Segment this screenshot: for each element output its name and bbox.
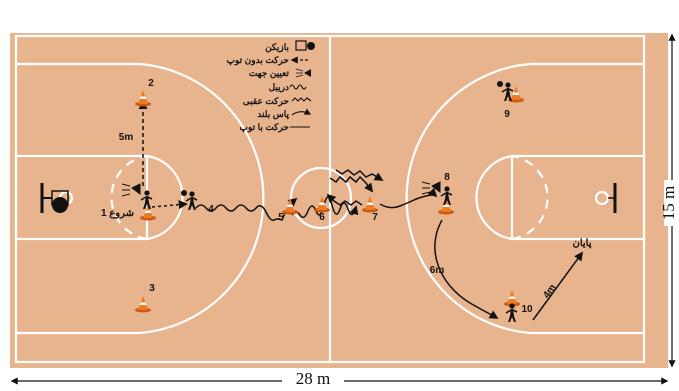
legend-label-player: بازیکن (265, 42, 289, 53)
backward-move-icon (291, 97, 312, 102)
legend-label-change-direction: تعیین جهت (249, 68, 290, 79)
right-basket-icon (608, 183, 617, 213)
run-8-to-10 (434, 219, 499, 319)
legend-label-dribble: دریبل (269, 82, 289, 93)
ball-icon (497, 81, 503, 87)
station-label-3: 3 (149, 283, 155, 294)
change-direction-icon (121, 181, 441, 197)
station-label-5: 5 (278, 212, 284, 223)
run-10-to-finish (532, 251, 584, 321)
movement-paths (138, 100, 584, 321)
backward-7-to-6 (326, 193, 363, 206)
legend-label-move-without-ball: حرکت بدون توپ (227, 55, 290, 66)
dribble-4-to-5 (195, 197, 298, 222)
length-label: 28 m (296, 369, 330, 388)
change-direction-icon (295, 68, 311, 78)
station-label-9: 9 (504, 109, 510, 120)
player-icon (295, 40, 315, 51)
backward-6-to-7-a (329, 175, 374, 193)
distance-6m-label: 6m (430, 265, 445, 276)
distance-5m-label: 5m (119, 132, 134, 143)
dribble-7-to-8 (379, 187, 438, 209)
station-label-4: 4 (208, 204, 214, 215)
ball-icon (181, 190, 187, 196)
legend-label-lob-pass: پاس بلند (257, 109, 289, 120)
backward-6-to-7-b (335, 169, 384, 181)
finish-label: پایان (572, 238, 591, 249)
dribble-icon (289, 84, 307, 90)
legend-label-backward-move: حرکت عقبی (243, 96, 290, 107)
station-label-10: 10 (521, 304, 533, 315)
lob-pass-icon (291, 108, 312, 116)
station-label-7: 7 (372, 212, 378, 223)
station-label-8: 8 (444, 172, 450, 183)
width-label: 15 m (659, 186, 678, 220)
left-basket-icon (40, 183, 69, 213)
station-label-6: 6 (319, 212, 325, 223)
station-label-1: شروع 1 (101, 208, 134, 219)
legend-label-move-with-ball: حرکت با توپ (239, 122, 289, 133)
court-surface (10, 33, 668, 368)
legend: بازیکن حرکت بدون توپ تعیین جهت دریبل حرک… (227, 40, 315, 133)
station-label-2: 2 (148, 78, 154, 89)
